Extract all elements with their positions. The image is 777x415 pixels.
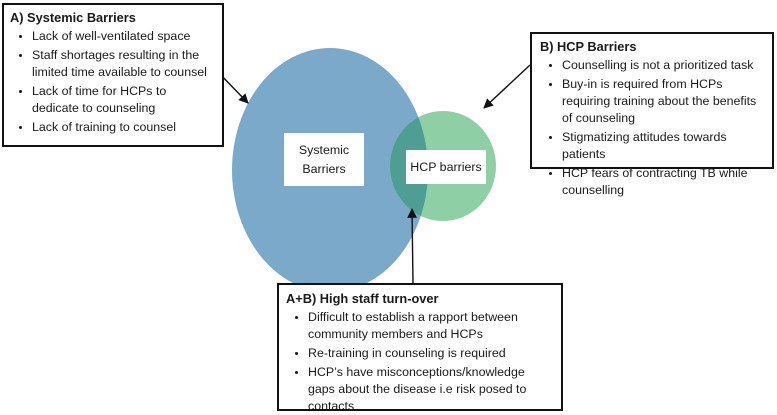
arrow-hcp <box>483 64 531 109</box>
systemic-barriers-title: A) Systemic Barriers <box>10 10 136 25</box>
list-item: Buy-in is required from HCPs requiring t… <box>562 76 764 128</box>
hcp-barriers-list: Counselling is not a prioritized task Bu… <box>540 57 764 199</box>
list-item: HCP fears of contracting TB while counse… <box>562 165 764 199</box>
list-item: Lack of well-ventilated space <box>32 28 216 45</box>
systemic-barriers-list: Lack of well-ventilated space Staff shor… <box>10 28 216 136</box>
high-staff-turnover-box: A+B) High staff turn-over Difficult to e… <box>277 283 563 413</box>
list-item: Staff shortages resulting in the limited… <box>32 47 216 81</box>
arrow-overlap <box>407 208 418 284</box>
list-item: Re-training in counseling is required <box>308 345 553 362</box>
hcp-barriers-label-text: HCP barriers <box>410 159 482 174</box>
list-item: HCP’s have misconceptions/knowledge gaps… <box>308 364 553 415</box>
hcp-barriers-label: HCP barriers <box>406 150 486 184</box>
hcp-barriers-box: B) HCP Barriers Counselling is not a pri… <box>530 32 774 197</box>
list-item: Difficult to establish a rapport between… <box>308 309 553 343</box>
list-item: Lack of time for HCPs to dedicate to cou… <box>32 83 216 117</box>
systemic-barriers-label: Systemic Barriers <box>284 133 364 186</box>
overlap-region <box>390 111 428 221</box>
high-staff-turnover-list: Difficult to establish a rapport between… <box>286 309 553 415</box>
systemic-barriers-label-text: Systemic Barriers <box>298 142 350 176</box>
list-item: Stigmatizing attitudes towards patients <box>562 129 764 163</box>
systemic-barriers-box: A) Systemic Barriers Lack of well-ventil… <box>2 3 224 147</box>
list-item: Lack of training to counsel <box>32 119 216 136</box>
hcp-barriers-title: B) HCP Barriers <box>540 39 637 54</box>
high-staff-turnover-title: A+B) High staff turn-over <box>286 291 439 306</box>
list-item: Counselling is not a prioritized task <box>562 57 764 74</box>
